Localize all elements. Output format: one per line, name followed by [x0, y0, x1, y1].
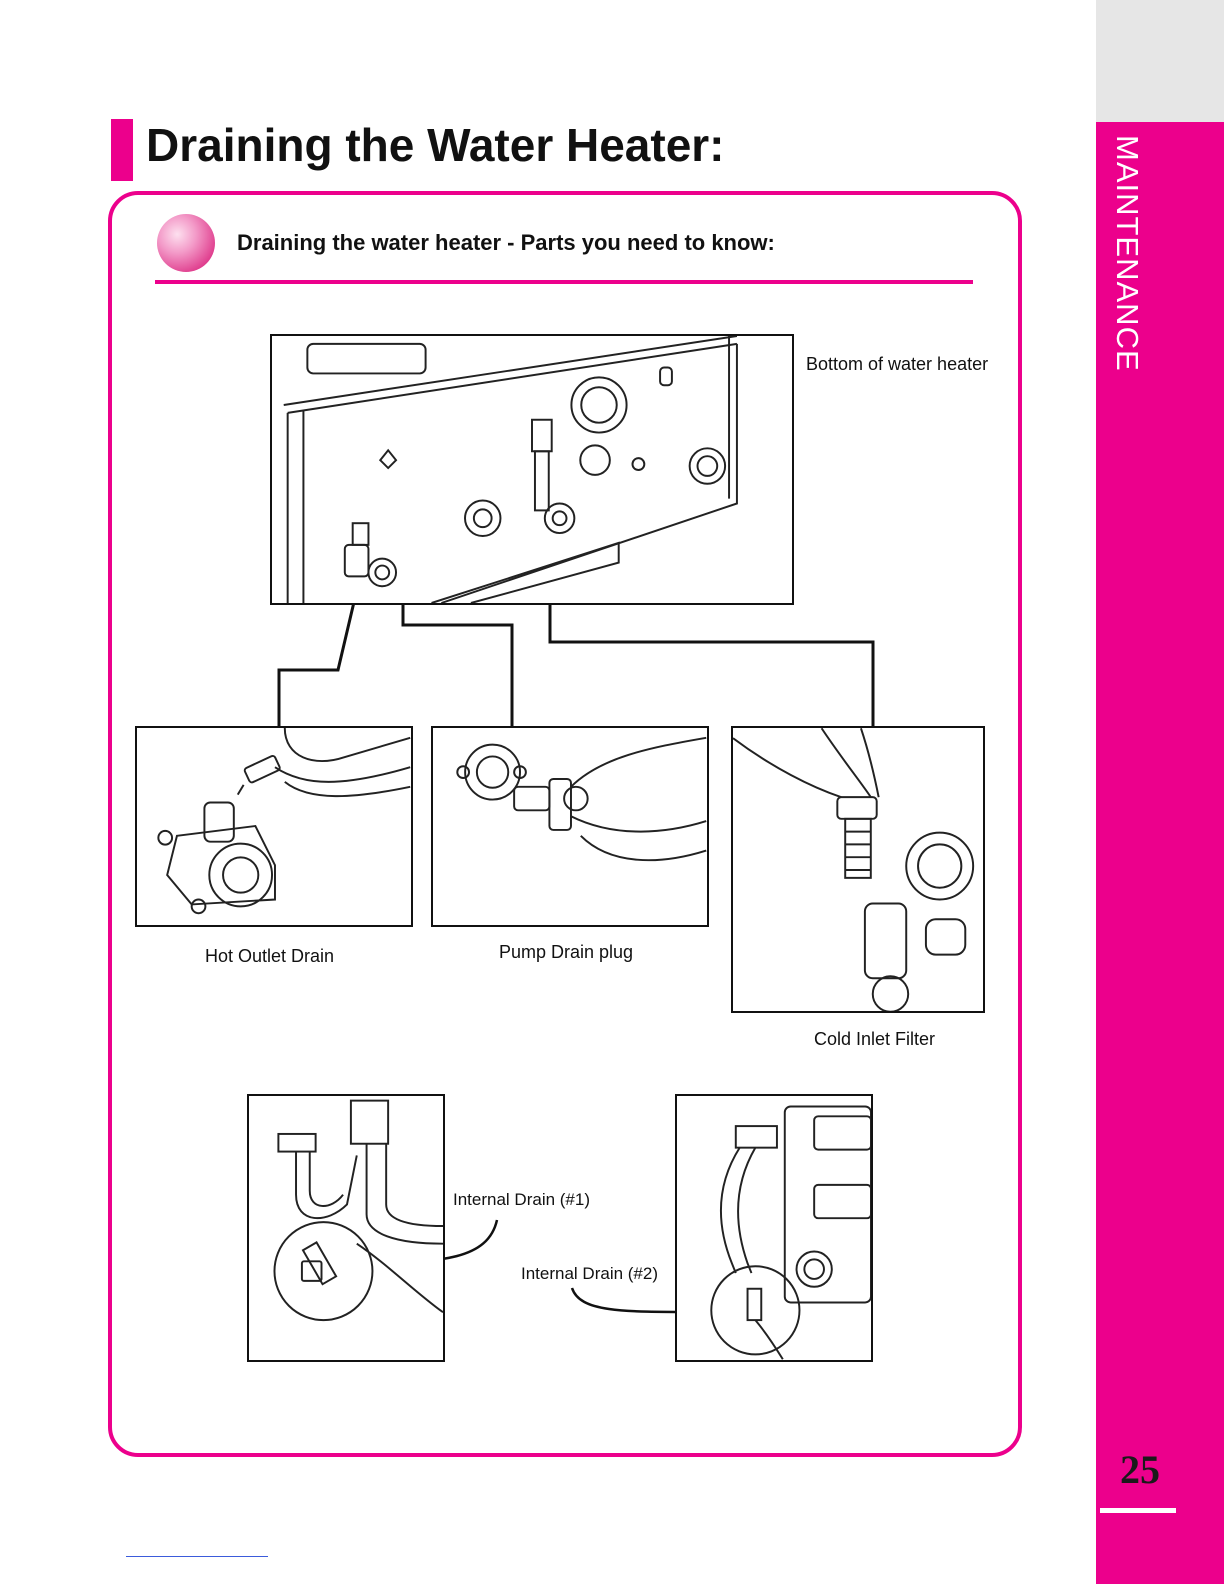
- page-title: Draining the Water Heater:: [146, 118, 725, 172]
- internal-drain-1-illustration: [249, 1096, 443, 1360]
- page-number: 25: [1096, 1446, 1184, 1493]
- side-tab-top: [1096, 0, 1224, 122]
- footer-rule: [126, 1556, 268, 1557]
- figure-hot-outlet-drain: [135, 726, 413, 927]
- internal-drain-2-illustration: [677, 1096, 871, 1360]
- figure-pump-drain-plug: [431, 726, 709, 927]
- caption-internal-drain-2: Internal Drain (#2): [521, 1264, 658, 1284]
- caption-hot-outlet-drain: Hot Outlet Drain: [205, 946, 334, 967]
- hot-outlet-drain-illustration: [137, 728, 411, 925]
- section-bullet-icon: [157, 214, 215, 272]
- pump-drain-plug-illustration: [433, 728, 707, 925]
- section-heading: Draining the water heater - Parts you ne…: [237, 230, 775, 256]
- cold-inlet-filter-illustration: [733, 728, 983, 1011]
- caption-pump-drain-plug: Pump Drain plug: [499, 942, 633, 963]
- figure-internal-drain-1: [247, 1094, 445, 1362]
- figure-bottom-of-heater: [270, 334, 794, 605]
- side-tab-label: MAINTENANCE: [1096, 135, 1158, 395]
- page-number-underline: [1100, 1508, 1176, 1513]
- caption-bottom-of-heater: Bottom of water heater: [806, 354, 988, 375]
- heater-bottom-illustration: [272, 336, 792, 603]
- title-marker: [111, 119, 133, 181]
- caption-cold-inlet-filter: Cold Inlet Filter: [814, 1029, 935, 1050]
- figure-cold-inlet-filter: [731, 726, 985, 1013]
- caption-internal-drain-1: Internal Drain (#1): [453, 1190, 590, 1210]
- figure-internal-drain-2: [675, 1094, 873, 1362]
- section-divider: [155, 280, 973, 284]
